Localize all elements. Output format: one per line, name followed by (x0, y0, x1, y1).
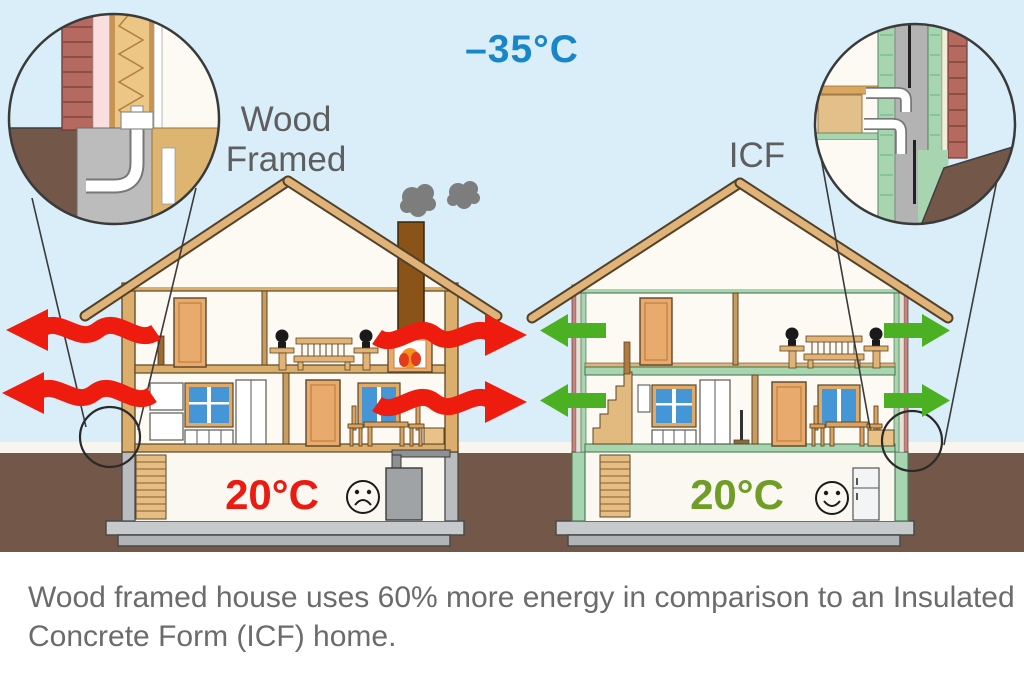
roof-right (284, 177, 501, 320)
footing-slab (555, 520, 915, 536)
wood-house-indoor-temperature: 20°C (225, 471, 319, 518)
tall-cupboard (699, 379, 731, 445)
roof-right (736, 179, 952, 322)
leader-line (819, 151, 871, 429)
pedestal-left (269, 329, 295, 371)
dining-set (347, 405, 425, 447)
furnace (385, 449, 451, 521)
icf-house-label: ICF (728, 136, 786, 175)
icf-wall-right (893, 286, 909, 453)
gable (572, 184, 908, 289)
partition-wall (751, 374, 759, 445)
bench (293, 337, 355, 371)
anchor-circle (78, 405, 142, 469)
wood-house-label-line2: Framed (225, 140, 347, 179)
happy-face-icon (815, 481, 849, 515)
main-floor (149, 372, 445, 447)
floor-trim (584, 362, 896, 368)
wood-framed-house (79, 175, 503, 547)
leader-line (943, 149, 1004, 446)
partition-wall (732, 292, 739, 366)
second-floor-band (584, 366, 896, 376)
footing-slab (105, 520, 465, 536)
outdoor-temperature-label: –35°C (465, 28, 579, 71)
kitchen-window (651, 384, 697, 428)
anchor-circle (880, 409, 944, 473)
partition-wall (282, 372, 290, 445)
sidewalk-strip (0, 442, 1024, 453)
door (771, 381, 807, 447)
basement-wall-right (444, 451, 459, 522)
chimney (397, 221, 425, 337)
wall-right (444, 284, 459, 453)
basement-stairs (135, 454, 167, 520)
icf-house-indoor-temperature: 20°C (690, 471, 784, 518)
footing-base (117, 534, 451, 547)
kitchen-counter (184, 429, 234, 445)
cabinet (149, 382, 184, 411)
callout-circle (7, 12, 221, 226)
wood-house-label: Wood Framed (196, 100, 376, 180)
staircase (592, 341, 633, 445)
gable (122, 182, 458, 287)
footing-base (567, 534, 901, 547)
basement-stairs (599, 454, 631, 518)
basement-wall-right (894, 451, 909, 522)
smoke-icon (400, 181, 480, 217)
icf-wall-callout (813, 22, 1017, 473)
pedestal-left (779, 327, 805, 369)
dining-window (817, 384, 861, 428)
icf-wall-cross-section (815, 24, 1015, 224)
bench (803, 335, 865, 369)
kitchen-window (184, 382, 234, 428)
wall-left (121, 284, 136, 453)
door (305, 379, 341, 447)
caption-line2: Concrete Form (ICF) home. (28, 620, 397, 653)
icf-wall-left (571, 286, 587, 453)
sad-face-icon (346, 480, 380, 514)
corner-unit (867, 429, 895, 447)
corner-unit (423, 427, 445, 445)
floor-lamp (733, 410, 750, 445)
second-floor-band (134, 364, 446, 374)
partition-wall (261, 290, 268, 366)
caption-area (0, 552, 1024, 683)
caption: Wood framed house uses 60% more energy i… (28, 578, 1016, 656)
cabinet (149, 412, 184, 441)
fridge (852, 467, 880, 521)
icf-house (526, 177, 954, 547)
callout-circle (813, 22, 1017, 226)
wood-house-label-line1: Wood (240, 100, 332, 139)
roof-left (528, 179, 744, 322)
ground-floor-band (134, 443, 446, 453)
pedestal-right (863, 327, 889, 369)
upper-floor (639, 292, 889, 369)
cabinet (637, 384, 651, 413)
pedestal-right (353, 329, 379, 371)
roof-left (81, 177, 292, 320)
tall-cupboard (235, 379, 267, 445)
upper-floor (173, 290, 433, 373)
caption-line1: Wood framed house uses 60% more energy i… (28, 581, 1015, 614)
ground-floor-band (584, 443, 896, 453)
main-floor (592, 341, 895, 447)
basement-wall-left (571, 451, 586, 522)
kitchen-counter (651, 429, 697, 445)
